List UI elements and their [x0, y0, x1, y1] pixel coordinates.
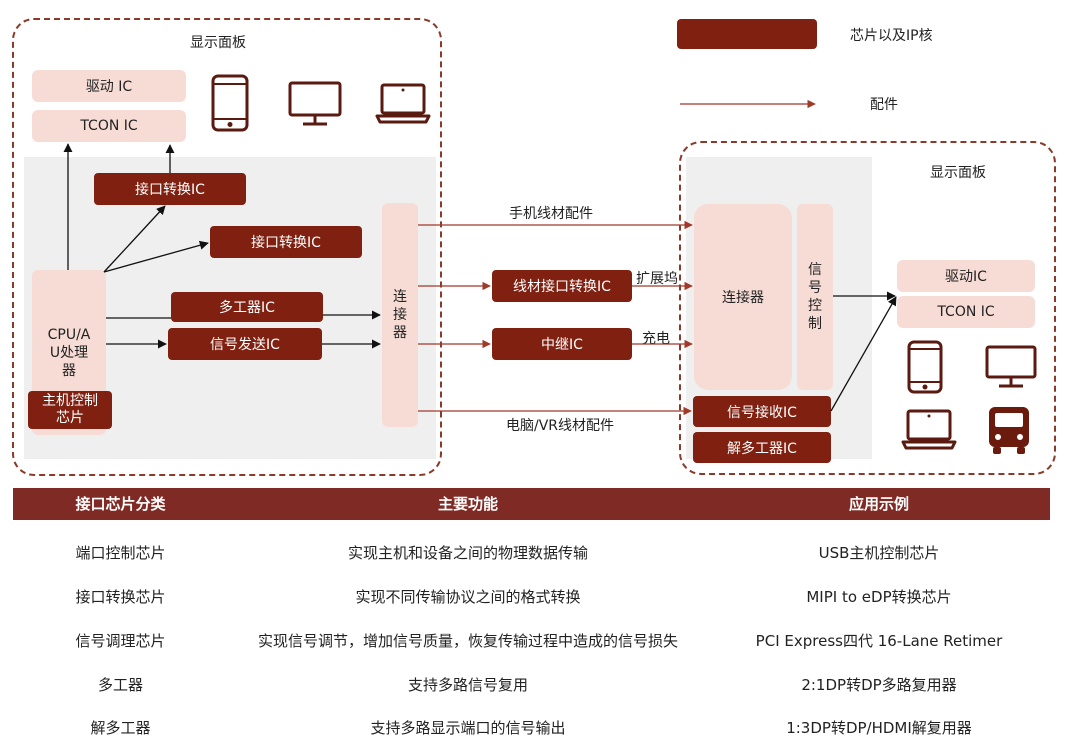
- monitor-icon: [288, 81, 342, 126]
- signal-control-char-4: 制: [808, 316, 822, 332]
- table-cell: 支持多路信号复用: [407, 676, 528, 694]
- right-panel-title: 显示面板: [930, 165, 986, 181]
- table-cell: 端口控制芯片: [75, 544, 166, 562]
- table-header-category: 接口芯片分类: [75, 495, 166, 513]
- laptop-icon: [901, 409, 957, 450]
- interface-convert-ic-2: 接口转换IC: [210, 226, 362, 258]
- cable-interface-convert-ic: 线材接口转换IC: [492, 270, 632, 302]
- repeater-ic: 中继IC: [492, 328, 632, 360]
- table-header: 接口芯片分类 主要功能 应用示例: [13, 488, 1050, 520]
- laptop-icon: [375, 83, 431, 124]
- charging-label: 充电: [642, 331, 670, 347]
- table-cell: 解多工器: [90, 719, 151, 737]
- right-connector: 连接器: [694, 204, 792, 390]
- table-cell: 实现主机和设备之间的物理数据传输: [347, 544, 588, 562]
- cpu-line-2: U处理: [49, 345, 89, 361]
- phone-icon: [907, 340, 943, 394]
- table-cell: 1:3DP转DP/HDMI解复用器: [786, 719, 972, 737]
- left-connector-char-2: 接: [393, 307, 407, 323]
- cpu-line-3: 器: [62, 363, 76, 379]
- phone-cable-label: 手机线材配件: [509, 206, 593, 222]
- monitor-icon: [985, 345, 1037, 388]
- left-connector-char-1: 连: [393, 289, 407, 305]
- table-cell: 支持多路显示端口的信号输出: [370, 719, 566, 737]
- right-tcon-ic: TCON IC: [897, 296, 1035, 328]
- host-chip-line-2: 芯片: [56, 410, 84, 426]
- right-driver-ic: 驱动IC: [897, 260, 1035, 292]
- left-connector: 连 接 器: [382, 203, 418, 427]
- legend-chip-swatch: [677, 19, 817, 49]
- left-panel-border: [12, 18, 442, 476]
- signal-control-char-1: 信: [808, 262, 822, 278]
- table-header-example: 应用示例: [848, 495, 909, 513]
- table-cell: 信号调理芯片: [75, 632, 166, 650]
- phone-icon: [211, 74, 249, 132]
- host-chip-line-1: 主机控制: [42, 393, 98, 409]
- left-tcon-ic: TCON IC: [32, 110, 186, 142]
- host-control-chip: 主机控制 芯片: [28, 391, 112, 429]
- cpu-line-1: CPU/A: [47, 327, 91, 343]
- demux-ic: 解多工器IC: [693, 432, 831, 463]
- table-cell: 实现不同传输协议之间的格式转换: [355, 588, 581, 606]
- table-cell: 多工器: [97, 676, 143, 694]
- dock-label: 扩展坞: [636, 271, 678, 287]
- table-cell: 2:1DP转DP多路复用器: [801, 676, 957, 694]
- legend-chip-label: 芯片以及IP核: [850, 28, 933, 44]
- left-connector-char-3: 器: [393, 325, 407, 341]
- legend-arrow-label: 配件: [870, 97, 898, 113]
- pc-vr-cable-label: 电脑/VR线材配件: [506, 418, 615, 434]
- interface-convert-ic-1: 接口转换IC: [94, 173, 246, 205]
- left-driver-ic: 驱动 IC: [32, 70, 186, 102]
- signal-control-char-3: 控: [808, 298, 822, 314]
- table-cell: 接口转换芯片: [75, 588, 166, 606]
- mux-ic: 多工器IC: [171, 292, 323, 322]
- table-cell: MIPI to eDP转换芯片: [806, 588, 952, 606]
- right-panel-border: [679, 141, 1056, 475]
- table-header-function: 主要功能: [437, 495, 498, 513]
- table-cell: 实现信号调节，增加信号质量，恢复传输过程中造成的信号损失: [257, 632, 678, 650]
- signal-send-ic: 信号发送IC: [168, 328, 322, 360]
- signal-control-char-2: 号: [808, 280, 822, 296]
- signal-control: 信 号 控 制: [797, 204, 833, 390]
- signal-receive-ic: 信号接收IC: [693, 396, 831, 427]
- table-cell: USB主机控制芯片: [818, 544, 940, 562]
- bus-icon: [989, 407, 1029, 454]
- left-panel-title: 显示面板: [190, 35, 246, 51]
- table-cell: PCI Express四代 16-Lane Retimer: [755, 632, 1003, 650]
